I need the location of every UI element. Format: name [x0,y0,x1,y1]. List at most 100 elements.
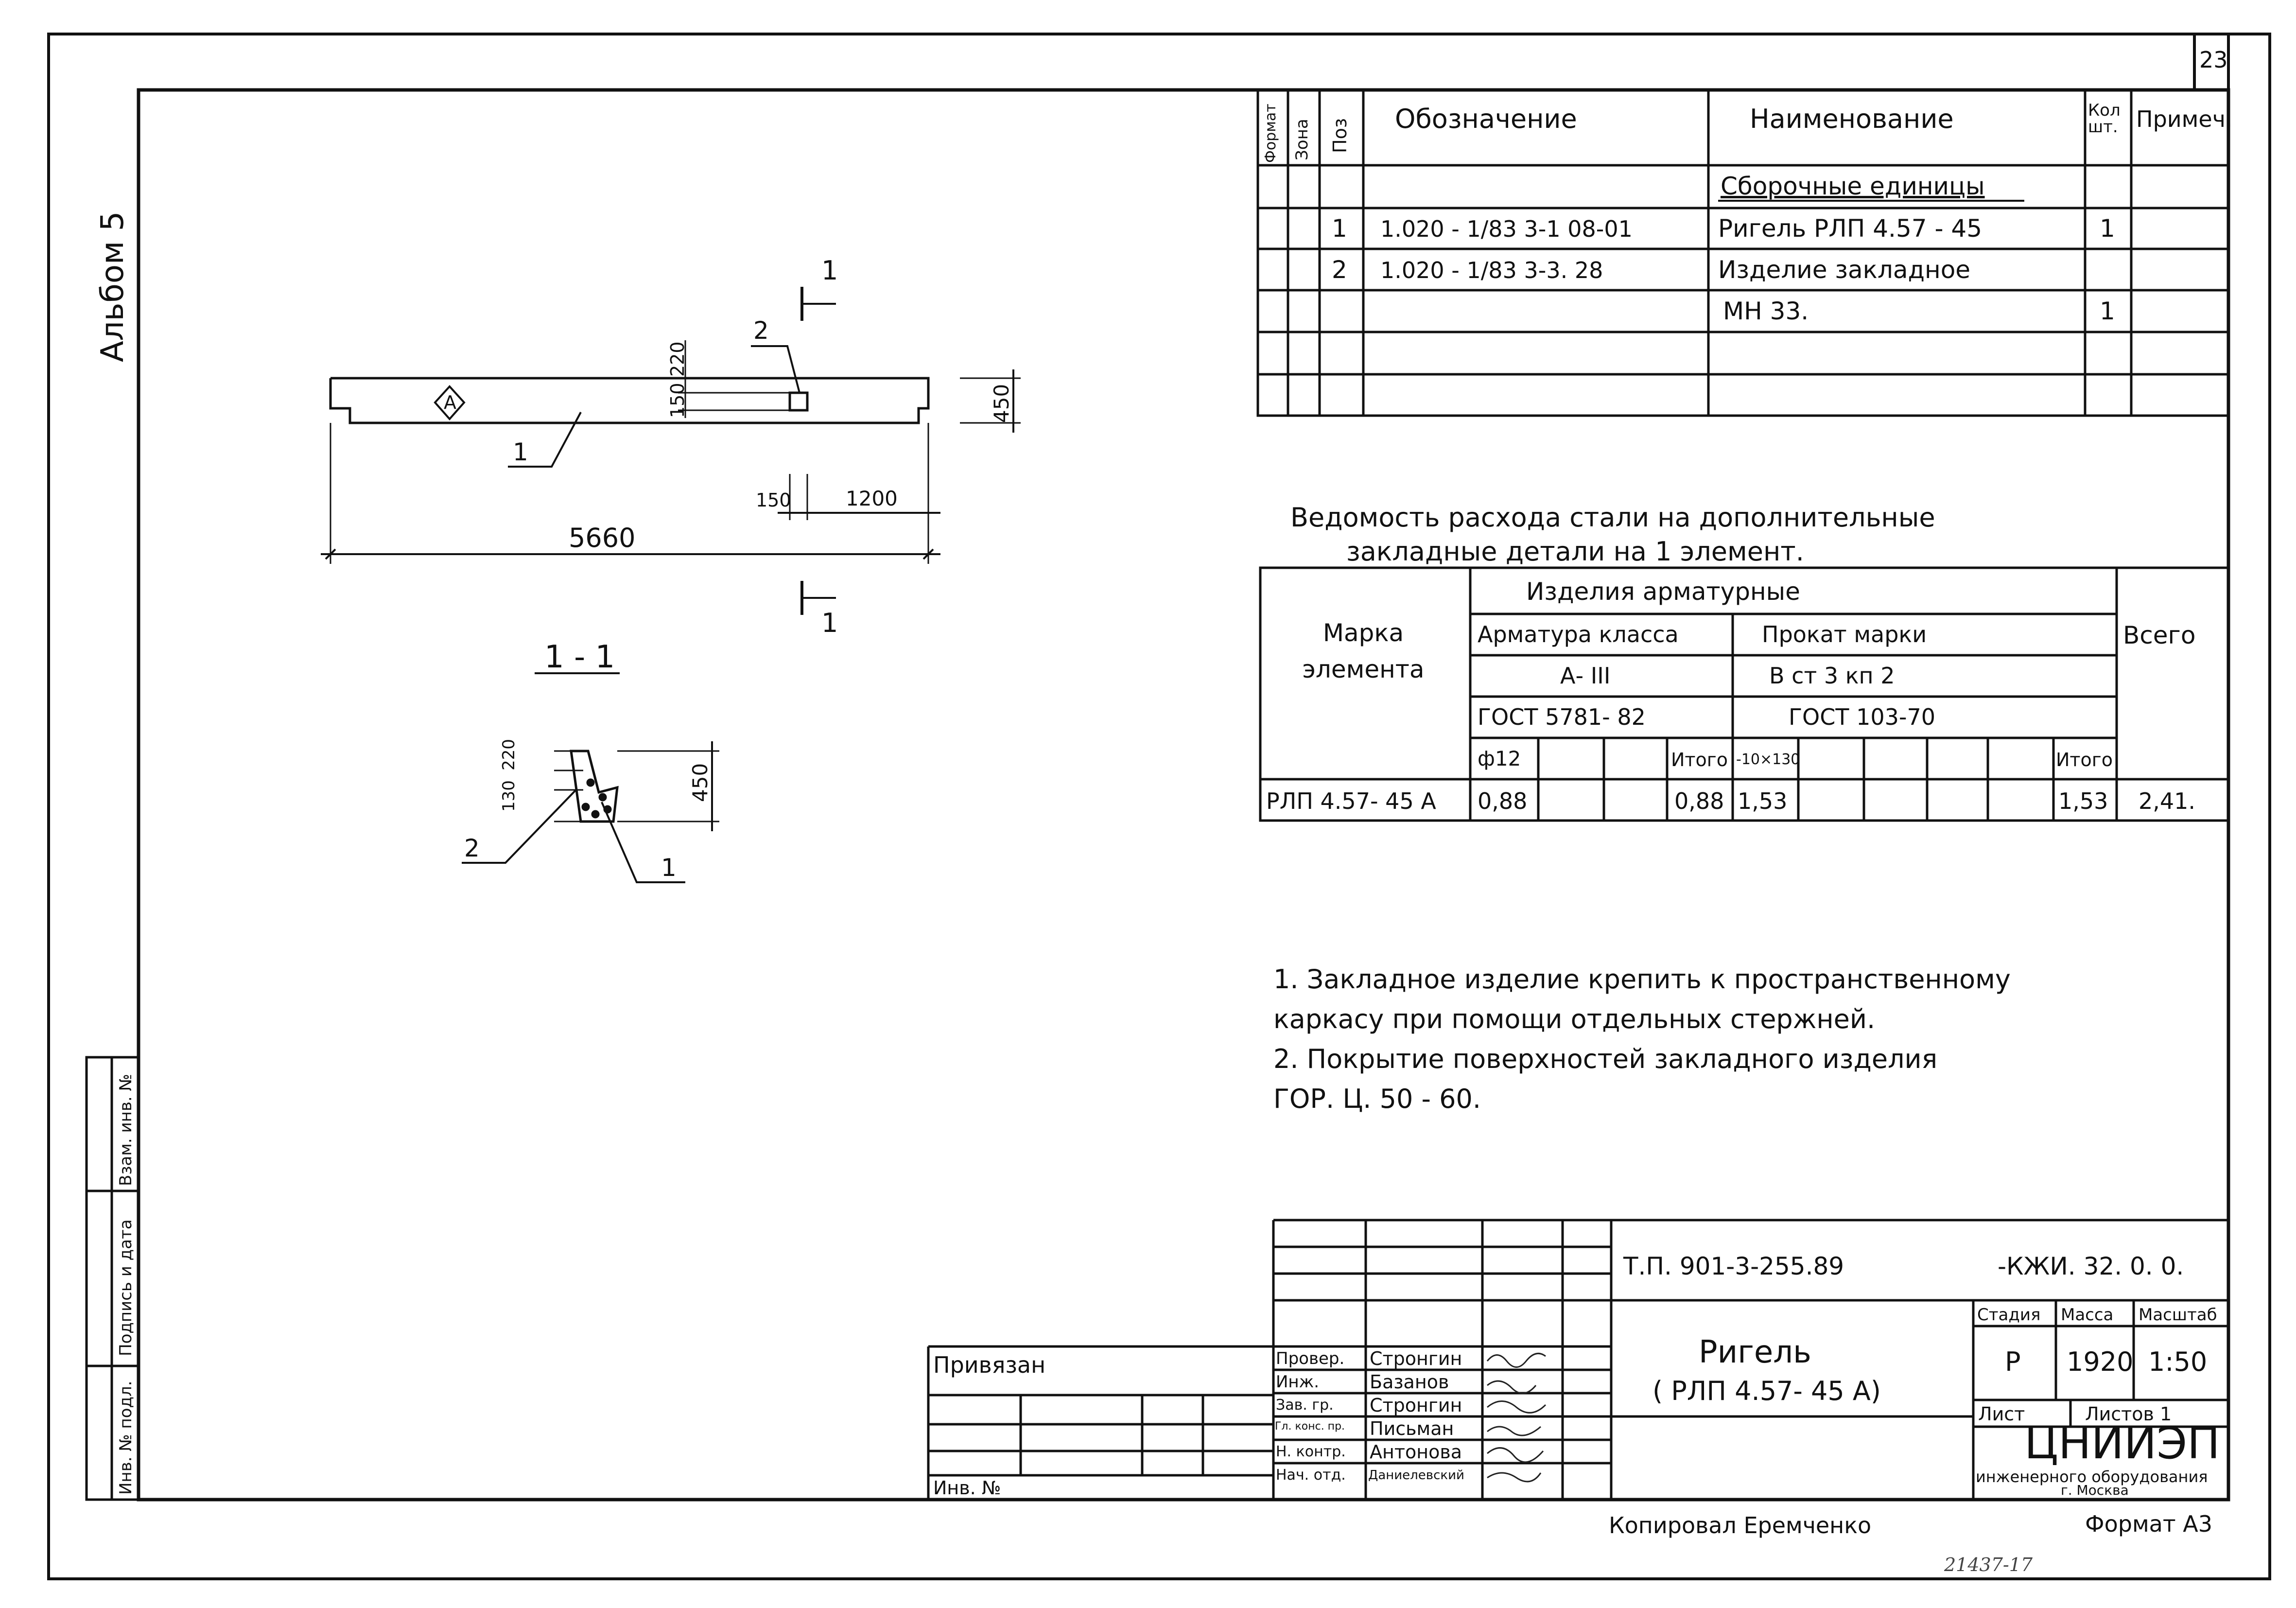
pos-label-1: 1 [513,438,528,466]
section-dim-450: 450 [688,763,712,802]
stage-label: Стадия [1977,1305,2041,1325]
spec-header-poz: Поз [1329,118,1351,153]
note-line-2: каркасу при помощи отдельных стержней. [1273,1004,1876,1034]
section-leader-1 [601,802,685,883]
embedded-part-plate [788,391,809,412]
spec-row1-qty: 1 [2100,214,2115,243]
steel-sub-itogo1: Итого [1671,749,1728,770]
steel-row-plate: 1,53 [1738,788,1788,814]
steel-row-itogo2: 1,53 [2058,788,2108,814]
spec-row2-poz: 2 [1332,256,1347,284]
spec-row2-name: Изделие закладное [1718,256,1971,284]
section-leader-2 [462,789,577,864]
steel-rolled-mark: Прокат марки [1762,621,1927,647]
section-pos-1: 1 [661,854,677,882]
steel-row-mark: РЛП 4.57- 45 А [1266,788,1436,814]
name-antonova: Антонова [1370,1441,1462,1463]
stamp-podpis-data: Подпись и дата [116,1219,136,1356]
name-pisman: Письман [1370,1418,1454,1439]
steel-group: Изделия арматурные [1526,577,1800,606]
sheet-label: Лист [1978,1403,2025,1425]
stamp-vzam-inv: Взам. инв. № [116,1074,136,1186]
name-strongin-1: Стронгин [1370,1348,1462,1369]
spec-header-note: Примеч. [2136,106,2233,132]
spec-row3-qty: 1 [2100,297,2115,325]
beam-outline [329,377,930,424]
drawing-title-line1: Ригель [1699,1334,1811,1370]
spec-row1-designation: 1.020 - 1/83 3-1 08-01 [1380,216,1633,242]
note-line-4: ГОР. Ц. 50 - 60. [1273,1084,1481,1114]
steel-armature-grade: А- III [1560,663,1611,689]
spec-table-grid [1256,88,2230,417]
steel-total-header: Всего [2123,621,2196,649]
spec-header-name: Наименование [1750,104,1954,134]
role-gl-kons: Гл. конс. пр. [1275,1420,1345,1433]
section-dim-130: 130 [499,780,519,812]
spec-row1-poz: 1 [1332,214,1347,243]
spec-header-format: Формат [1262,104,1279,163]
mark-a-diamond [434,385,466,421]
dim-220: 220 [667,341,688,377]
beam-elevation [321,287,1021,615]
steel-sub-phi: ф12 [1478,747,1521,770]
steel-armature-class: Арматура класса [1478,621,1679,647]
section-1-1 [462,672,719,883]
doc-code-suffix: -КЖИ. 32. 0. 0. [1998,1252,2184,1280]
spec-section-title: Сборочные единицы [1721,172,1985,200]
steel-row-total: 2,41. [2139,788,2196,814]
scale-label: Масштаб [2139,1305,2217,1325]
section-dim-220: 220 [499,739,519,770]
section-mark-bottom: 1 [821,608,838,638]
steel-row-itogo1: 0,88 [1674,788,1724,814]
drawing-title-line2: ( РЛП 4.57- 45 А) [1652,1376,1881,1406]
copied-by: Копировал Еремченко [1609,1512,1872,1538]
dim-5660: 5660 [569,523,636,553]
format-label: Формат А3 [2085,1511,2212,1537]
outer-frame [47,33,2271,1580]
title-block-grid [927,1219,2228,1500]
doc-code: Т.П. 901-3-255.89 [1623,1252,1844,1280]
role-nach-otd: Нач. отд. [1276,1467,1346,1484]
privyazan-label: Привязан [933,1352,1046,1378]
stage-value: Р [2005,1346,2021,1377]
inner-frame [137,88,2230,1502]
dim-450: 450 [990,384,1013,423]
name-danielevsky: Даниелевский [1368,1468,1464,1483]
mark-a-label: А [444,392,456,413]
steel-title-line2: закладные детали на 1 элемент. [1346,536,1804,567]
steel-row-phi12: 0,88 [1478,788,1528,814]
steel-sub-itogo2: Итого [2056,749,2113,770]
steel-rolled-gost: ГОСТ 103-70 [1789,704,1936,730]
section-mark-top: 1 [821,255,838,286]
steel-title-line1: Ведомость расхода стали на дополнительны… [1290,502,1935,533]
dim-150-h: 150 [756,489,791,511]
mass-label: Масса [2061,1305,2114,1325]
album-label: Альбом 5 [95,211,131,362]
leader-1 [508,412,582,468]
name-bazanov: Базанов [1370,1371,1449,1393]
archive-number: 21437-17 [1944,1554,2033,1575]
side-stamp-lines [85,1056,140,1501]
stamp-inv-podl: Инв. № подл. [116,1381,136,1495]
org-name: ЦНИИЭП [2024,1418,2220,1469]
spec-row3-name: МН 33. [1723,297,1809,325]
pos-label-2: 2 [753,316,769,345]
dim-150-v: 150 [667,383,688,418]
note-line-3: 2. Покрытие поверхностей закладного изде… [1273,1044,1938,1074]
section-title: 1 - 1 [544,639,615,675]
steel-table-grid [1259,566,2230,822]
section-pos-2: 2 [464,834,480,862]
spec-header-qty: Кол шт. [2088,101,2121,137]
role-prover: Провер. [1276,1349,1345,1368]
mass-value: 1920 [2067,1346,2134,1377]
dim-1200: 1200 [846,487,898,510]
note-line-1: 1. Закладное изделие крепить к пространс… [1273,964,2011,995]
sheets-label: Листов 1 [2085,1403,2172,1425]
org-city: г. Москва [2061,1482,2129,1498]
spec-header-zone: Зона [1292,119,1312,160]
scale-value: 1:50 [2148,1346,2208,1377]
role-zav-gr: Зав. гр. [1276,1397,1334,1414]
name-strongin-2: Стронгин [1370,1395,1462,1416]
page-number: 23 [2199,47,2228,73]
